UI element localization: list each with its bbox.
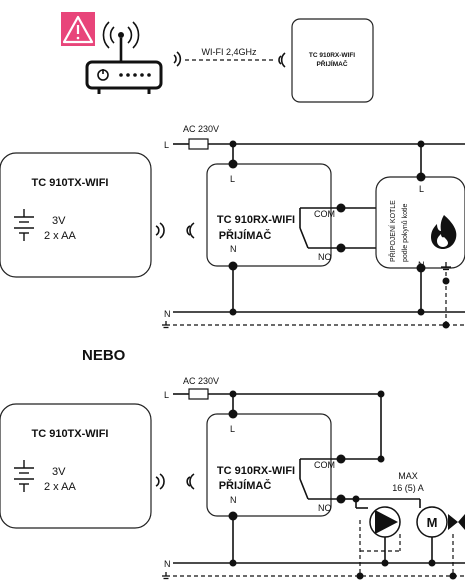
pump-icon xyxy=(369,506,401,538)
transmitter-box-2 xyxy=(0,403,152,529)
boiler-n-terminal xyxy=(416,263,426,273)
boiler-l-label: L xyxy=(419,184,424,194)
receiver-l-terminal-2 xyxy=(228,409,238,419)
battery-icon xyxy=(14,460,34,492)
ac-label: AC 230V xyxy=(183,124,219,134)
diagram-2: AC 230V L N TC 910TX-WIFI 3V 2 x AA xyxy=(0,376,465,580)
com-label-2: COM xyxy=(314,460,335,470)
battery-voltage: 3V xyxy=(52,215,66,227)
wifi-waves-icon xyxy=(155,473,195,490)
receiver-l-label: L xyxy=(230,174,235,184)
ground-icon xyxy=(162,572,170,580)
wifi-waves-icon xyxy=(278,52,286,68)
no-label: NO xyxy=(318,252,332,262)
relay-contact xyxy=(299,227,309,249)
receiver-n-label-2: N xyxy=(230,495,237,505)
flame-icon xyxy=(431,215,457,249)
top-receiver-title: TC 910RX-WIFI xyxy=(309,52,355,59)
motor-icon: M xyxy=(416,506,448,538)
ac-label-2: AC 230V xyxy=(183,376,219,386)
battery-icon xyxy=(14,209,34,241)
wifi-waves-icon xyxy=(155,222,195,239)
no-label-2: NO xyxy=(318,503,332,513)
receiver-title: TC 910RX-WIFI xyxy=(217,214,295,226)
top-receiver-subtitle: PŘIJÍMAČ xyxy=(316,59,347,68)
receiver-n-terminal-2 xyxy=(228,511,238,521)
l-terminal-label: L xyxy=(164,140,169,150)
ground-icon xyxy=(441,262,451,271)
transmitter-title: TC 910TX-WIFI xyxy=(31,177,108,189)
receiver-title-2: TC 910RX-WIFI xyxy=(217,465,295,477)
receiver-subtitle: PŘIJÍMAČ xyxy=(219,229,272,242)
receiver-n-terminal xyxy=(228,261,238,271)
wifi-waves-icon xyxy=(173,51,182,67)
diagram-1: AC 230V L N TC 910TX-WIFI 3V 2 x AA xyxy=(0,124,465,329)
com-label: COM xyxy=(314,209,335,219)
wifi-router-icon xyxy=(85,21,163,94)
n-terminal-label-2: N xyxy=(164,559,171,569)
receiver-box-2 xyxy=(206,413,332,517)
battery-count-2: 2 x AA xyxy=(44,481,76,493)
l-terminal-label-2: L xyxy=(164,390,169,400)
valve-icon xyxy=(448,514,465,530)
transmitter-title-2: TC 910TX-WIFI xyxy=(31,428,108,440)
wifi-label: WI-FI 2,4GHz xyxy=(201,47,257,57)
receiver-box xyxy=(206,163,332,267)
rating-label: 16 (5) A xyxy=(392,483,424,493)
fuse xyxy=(188,138,209,150)
battery-count: 2 x AA xyxy=(44,230,76,242)
motor-label: M xyxy=(427,515,438,530)
receiver-subtitle-2: PŘIJÍMAČ xyxy=(219,479,272,492)
transmitter-box xyxy=(0,152,152,278)
battery-voltage-2: 3V xyxy=(52,466,66,478)
receiver-l-label-2: L xyxy=(230,424,235,434)
warning-icon xyxy=(61,12,95,46)
top-receiver-box xyxy=(291,18,374,103)
receiver-n-label: N xyxy=(230,244,237,254)
fuse-2 xyxy=(188,388,209,400)
nebo-separator: NEBO xyxy=(82,347,126,364)
n-terminal-label: N xyxy=(164,309,171,319)
boiler-instructions-text: podle pokynů kotle xyxy=(401,204,409,262)
max-label: MAX xyxy=(398,471,418,481)
boiler-l-terminal xyxy=(416,172,426,182)
boiler-connection-text: PŘIPOJENÍ KOTLE xyxy=(388,200,397,262)
receiver-l-terminal xyxy=(228,159,238,169)
relay-contact-2 xyxy=(299,478,309,500)
ground-icon xyxy=(162,321,170,329)
